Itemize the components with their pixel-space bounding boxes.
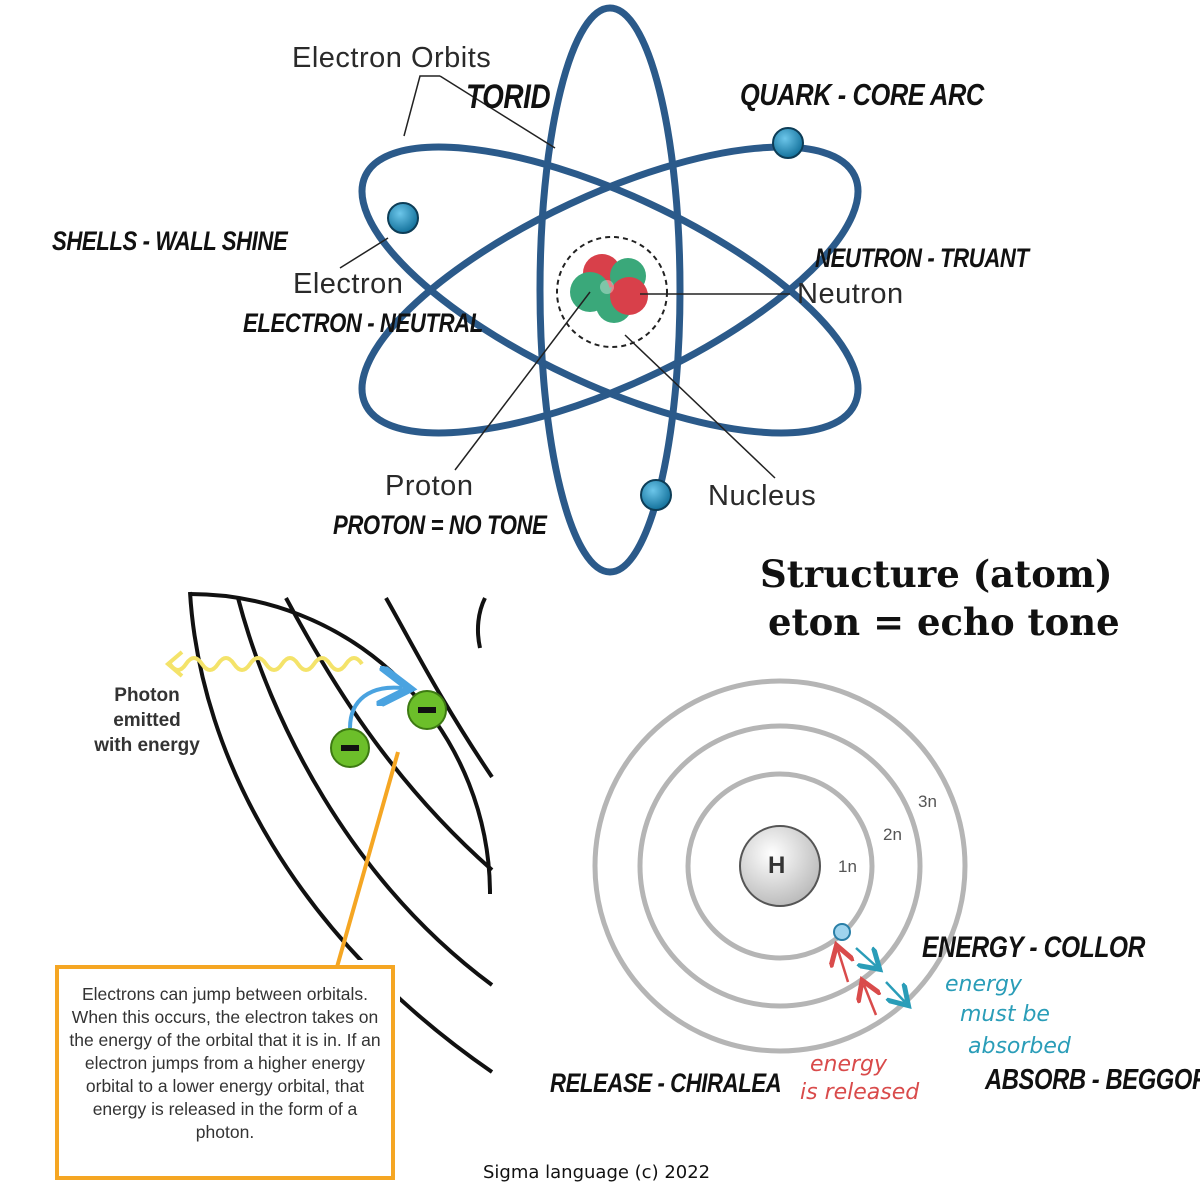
heading-line-2: eton = echo tone bbox=[768, 600, 1120, 644]
label-hydrogen: H bbox=[768, 852, 786, 879]
label-absorbed-2: must be bbox=[960, 1002, 1050, 1027]
arc-ring-5 bbox=[475, 597, 487, 649]
label-nucleus: Nucleus bbox=[708, 480, 817, 512]
label-proton-no-tone: PROTON = NO TONE bbox=[333, 510, 547, 540]
label-absorb-beggor: ABSORB - BEGGOR bbox=[985, 1064, 1200, 1096]
arc-ring-2 bbox=[236, 597, 494, 987]
electron-dot-top-right bbox=[772, 127, 804, 159]
label-electron-neutral: ELECTRON - NEUTRAL bbox=[243, 308, 483, 338]
hydrogen-nucleus bbox=[739, 825, 821, 907]
label-release-chiralea: RELEASE - CHIRALEA bbox=[550, 1068, 782, 1098]
atom-orbits bbox=[358, 4, 862, 576]
label-quark: QUARK - CORE ARC bbox=[740, 77, 984, 112]
label-proton: Proton bbox=[385, 470, 474, 502]
label-torid: TORID bbox=[466, 78, 551, 116]
electron-dot-left bbox=[387, 202, 419, 234]
orbit-descending bbox=[358, 143, 862, 437]
label-absorbed-3: absorbed bbox=[968, 1034, 1071, 1059]
label-electron-orbits: Electron Orbits bbox=[292, 42, 492, 74]
label-neutron: Neutron bbox=[797, 278, 904, 310]
photon-label: Photon emitted with energy bbox=[82, 683, 212, 758]
label-electron: Electron bbox=[293, 268, 404, 300]
photon-label-line-3: with energy bbox=[94, 735, 200, 756]
electron-jump-arrow bbox=[348, 688, 402, 729]
photon-label-line-2: emitted bbox=[113, 710, 181, 731]
arc-ring-4 bbox=[384, 597, 494, 779]
label-released-1: energy bbox=[810, 1052, 888, 1077]
electron-dot-bottom bbox=[640, 479, 672, 511]
label-energy-collor: ENERGY - COLLOR bbox=[922, 931, 1146, 964]
label-shell-2n: 2n bbox=[883, 825, 902, 844]
green-electron-inner bbox=[330, 728, 370, 768]
green-electron-outer bbox=[407, 690, 447, 730]
label-neutron-truant: NEUTRON - TRUANT bbox=[815, 243, 1029, 273]
note-leader bbox=[335, 751, 400, 968]
label-shells: SHELLS - WALL SHINE bbox=[52, 226, 288, 256]
label-absorbed-1: energy bbox=[945, 972, 1023, 997]
orbit-vertical bbox=[536, 4, 684, 576]
heading-line-1: Structure (atom) bbox=[760, 552, 1113, 596]
label-shell-3n: 3n bbox=[918, 792, 937, 811]
bohr-electron bbox=[833, 923, 851, 941]
footer-copyright: Sigma language (c) 2022 bbox=[483, 1162, 711, 1183]
arc-ring-3 bbox=[284, 597, 494, 872]
label-released-2: is released bbox=[800, 1080, 920, 1105]
photon-label-line-1: Photon bbox=[114, 685, 180, 706]
orbit-ascending bbox=[358, 143, 862, 437]
bohr-shells bbox=[592, 678, 968, 1054]
photon-wave bbox=[168, 656, 364, 672]
nucleus-group bbox=[556, 236, 668, 348]
orbital-jump-note: Electrons can jump between orbitals. Whe… bbox=[55, 965, 395, 1180]
leader-lines bbox=[339, 75, 790, 479]
energy-arcs bbox=[189, 592, 492, 895]
photon-arrowhead bbox=[164, 650, 184, 678]
label-shell-1n: 1n bbox=[838, 857, 857, 876]
